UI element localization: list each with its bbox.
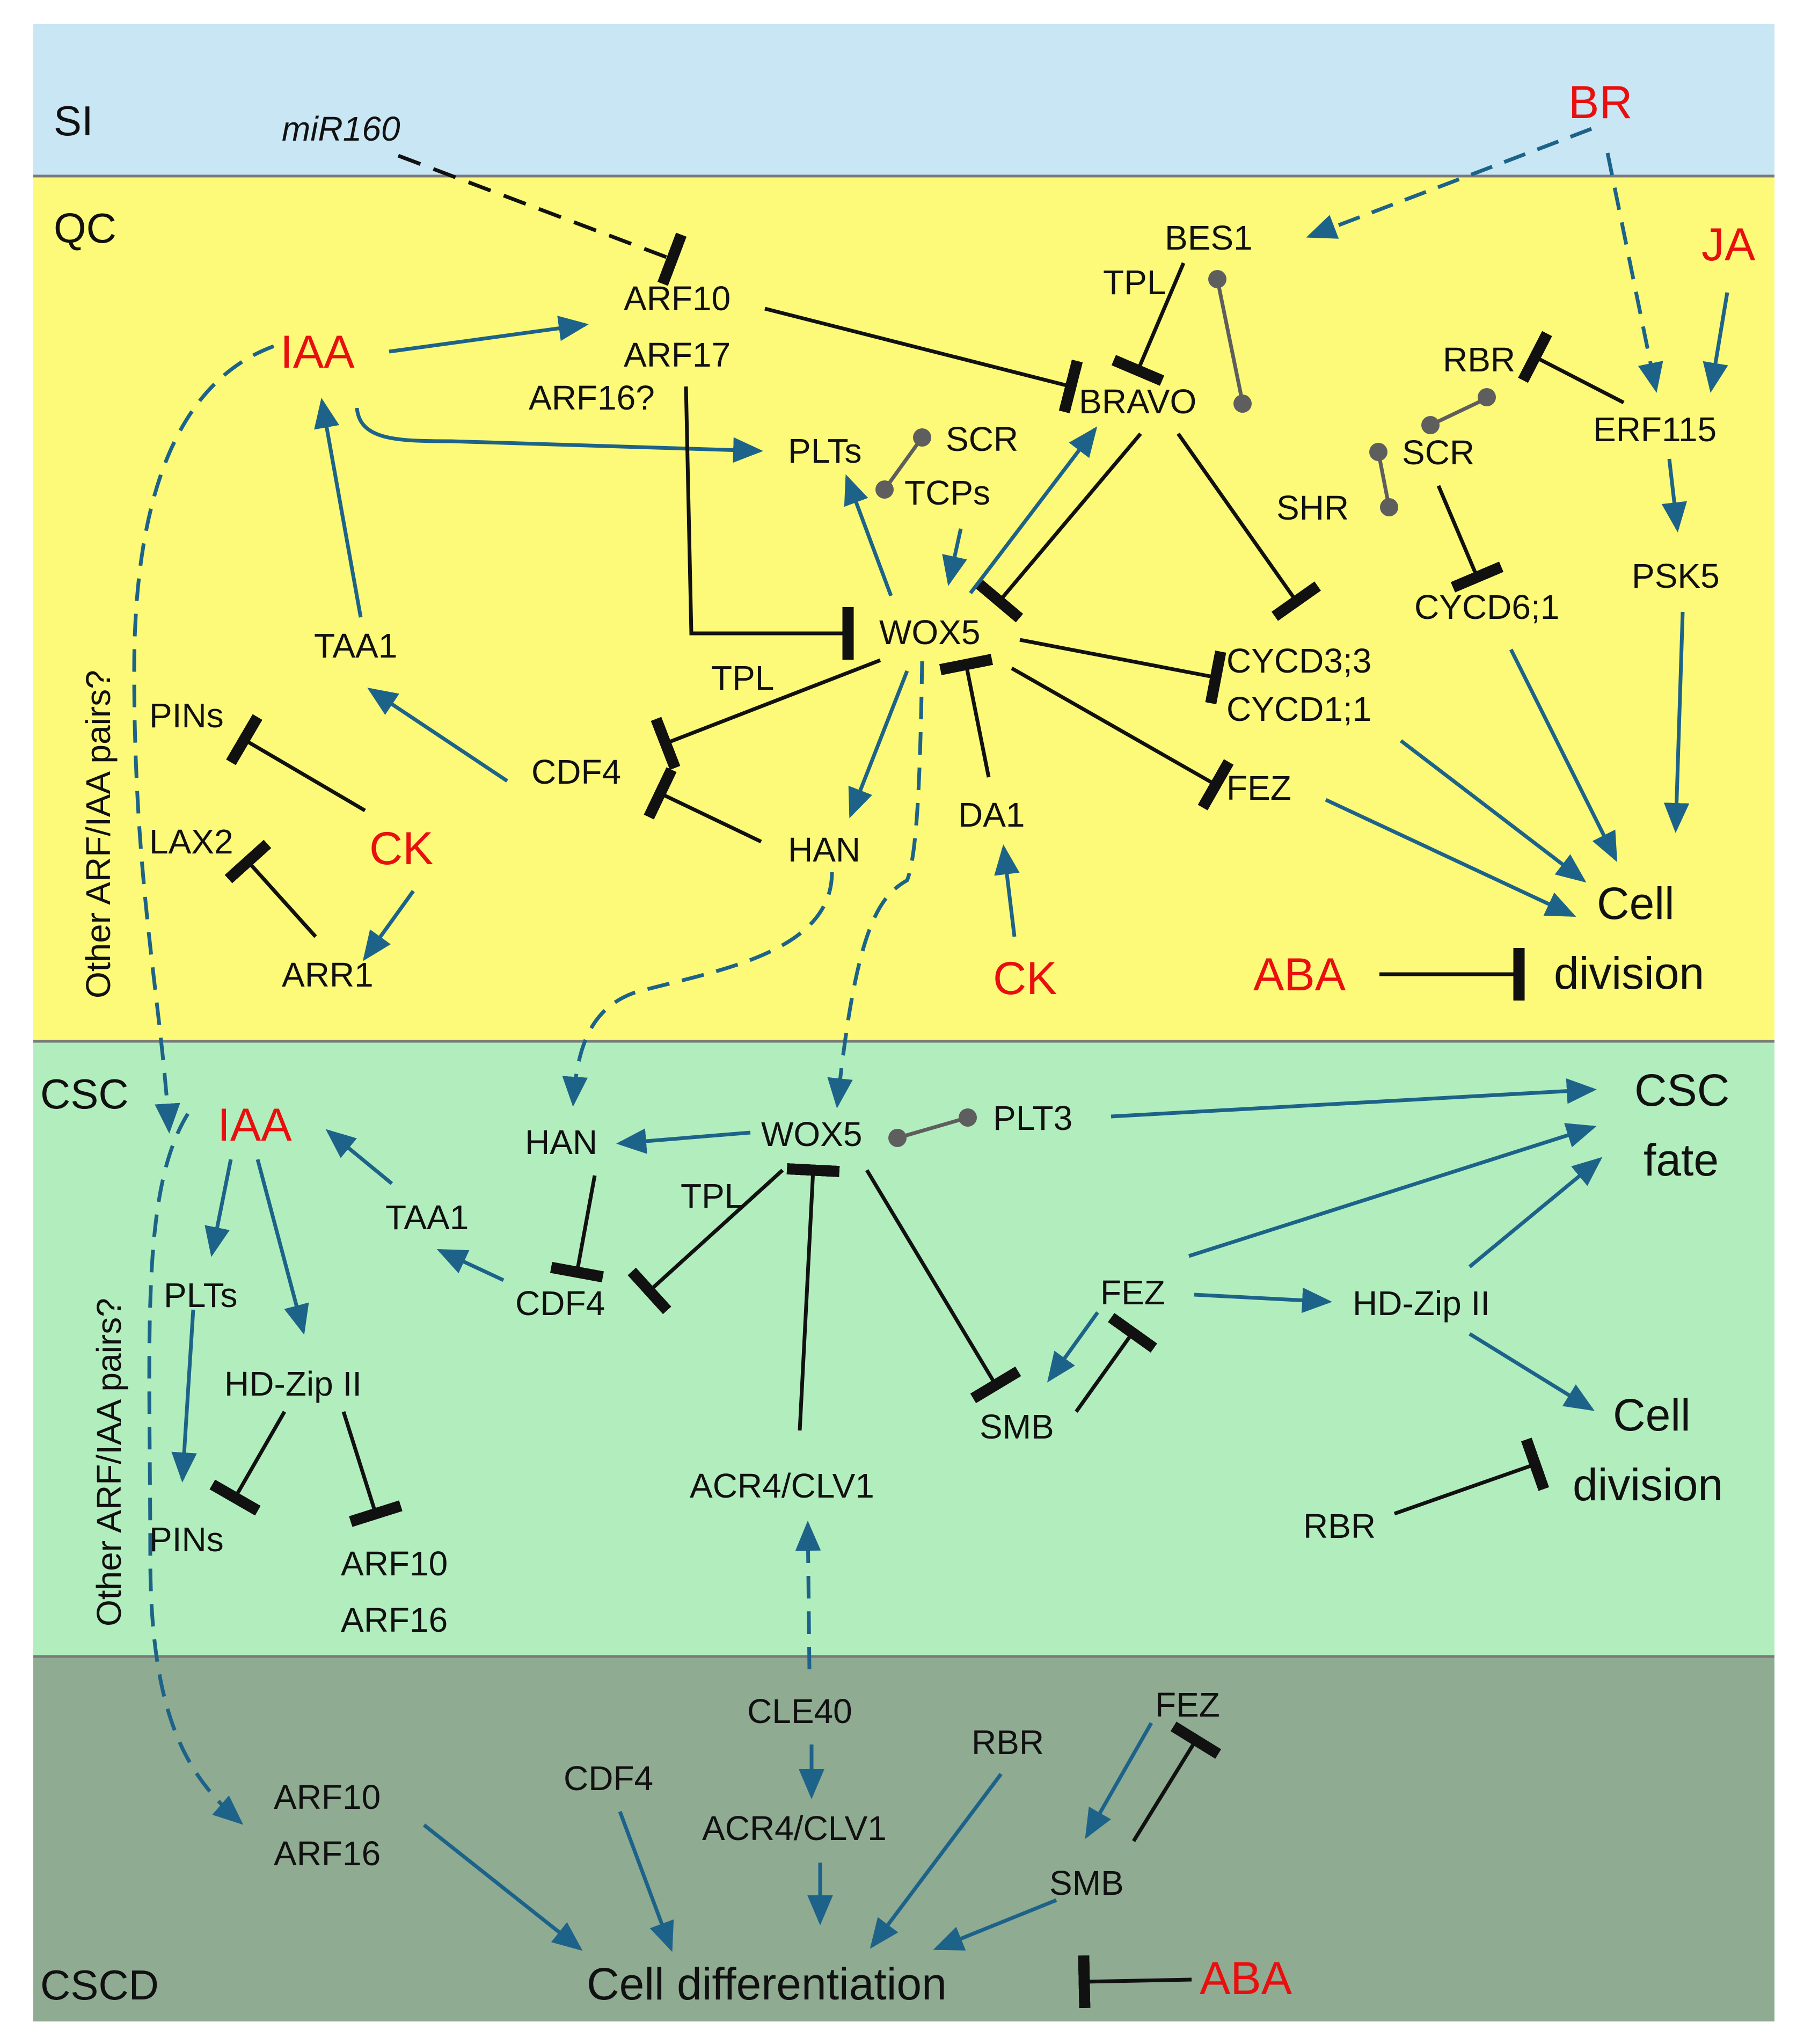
tpl-bravo-label: TPL: [1103, 263, 1166, 302]
br-hormone-label: BR: [1568, 77, 1632, 128]
side-label-qc: Other ARF/IAA pairs?: [79, 670, 118, 998]
cdf4-cscd-label: CDF4: [564, 1759, 653, 1798]
cdf4-qc-label: CDF4: [531, 753, 621, 791]
pins-csc-label: PINs: [149, 1520, 224, 1559]
arf17-qc-label: ARF17: [624, 335, 731, 374]
cycd11-label: CYCD1;1: [1226, 690, 1371, 728]
smb-cscd-label: SMB: [1049, 1864, 1124, 1902]
fez-csc-label: FEZ: [1100, 1273, 1165, 1312]
rbr-csc-label: RBR: [1303, 1507, 1376, 1545]
cle40-label: CLE40: [747, 1692, 852, 1731]
da1-label: DA1: [958, 795, 1025, 834]
lax2-label: LAX2: [149, 822, 233, 861]
side-label-csc: Other ARF/IAA pairs?: [90, 1298, 128, 1626]
shr-label: SHR: [1276, 488, 1349, 527]
plts-csc-label: PLTs: [164, 1276, 238, 1315]
iaa-csc-hormone-label: IAA: [217, 1099, 292, 1151]
rbr-qc-label: RBR: [1443, 340, 1515, 379]
arf10-qc-label: ARF10: [624, 279, 731, 318]
zone-si-label: SI: [54, 97, 93, 144]
taa1-qc-label: TAA1: [314, 626, 397, 665]
csc-fate-line1: CSC: [1634, 1065, 1729, 1115]
tcps-label: TCPs: [904, 473, 990, 512]
tpl-cdf4-qc-label: TPL: [711, 659, 774, 697]
csc-fate-line2: fate: [1644, 1135, 1719, 1185]
arr1-label: ARR1: [282, 955, 374, 994]
scr-left-label: SCR: [946, 420, 1018, 458]
iaa-qc-hormone-label: IAA: [280, 326, 355, 378]
arf10-cscd-label: ARF10: [274, 1778, 381, 1816]
hdzip-left-label: HD-Zip II: [224, 1364, 362, 1403]
edges-qc: BES1 (dashed) --> ERF115 (dashed) --> ER…: [132, 127, 1729, 1134]
smb-csc-label: SMB: [980, 1407, 1054, 1446]
arf10-csc-label: ARF10: [341, 1544, 448, 1583]
cell-differentiation-label: Cell differentiation: [587, 1959, 947, 2009]
cell-division-csc-line1: Cell: [1613, 1390, 1691, 1440]
zone-csc-label: CSC: [40, 1070, 129, 1118]
zone-cscd-band: [33, 1656, 1774, 2021]
tpl-csc-label: TPL: [681, 1177, 743, 1215]
zone-qc-band: [33, 176, 1774, 1041]
acr4-clv1-cscd-label: ACR4/CLV1: [702, 1809, 887, 1848]
pins-qc-label: PINs: [149, 696, 224, 735]
acr4-clv1-csc-label: ACR4/CLV1: [690, 1466, 874, 1505]
fez-qc-label: FEZ: [1226, 769, 1291, 807]
zone-si-band: [33, 24, 1774, 176]
rbr-cscd-label: RBR: [972, 1723, 1044, 1762]
arf16-cscd-label: ARF16: [274, 1834, 381, 1873]
edges-csc: PLTs --> HD-Zip II --> PINs --> IAA --> …: [147, 1078, 1603, 1825]
arf16-qc-label: ARF16?: [529, 378, 655, 417]
edges-cscd: ACR4/CLV1 --> Cell differentiation --> C…: [422, 1721, 1222, 2009]
bes1-label: BES1: [1165, 218, 1253, 257]
plt3-label: PLT3: [993, 1099, 1072, 1137]
mir160-label: miR160: [282, 110, 400, 148]
ja-hormone-label: JA: [1701, 219, 1756, 271]
ck-left-hormone-label: CK: [369, 823, 433, 874]
aba-cscd-hormone-label: ABA: [1200, 1953, 1292, 2004]
wox5-csc-label: WOX5: [761, 1115, 862, 1154]
han-qc-label: HAN: [788, 830, 860, 869]
han-csc-label: HAN: [525, 1123, 597, 1162]
plts-qc-label: PLTs: [788, 432, 862, 470]
cell-division-qc-line2: division: [1554, 948, 1704, 998]
bravo-label: BRAVO: [1079, 382, 1196, 421]
scr-right-label: SCR: [1402, 433, 1474, 472]
cycd33-label: CYCD3;3: [1226, 641, 1371, 680]
zone-cscd-label: CSCD: [40, 1961, 159, 2009]
arf16-csc-label: ARF16: [341, 1601, 448, 1639]
fez-cscd-label: FEZ: [1155, 1685, 1220, 1724]
psk5-label: PSK5: [1632, 557, 1720, 595]
zone-qc-label: QC: [54, 205, 116, 252]
ck-bottom-hormone-label: CK: [993, 953, 1057, 1004]
cdf4-csc-label: CDF4: [515, 1284, 605, 1323]
taa1-csc-label: TAA1: [385, 1198, 469, 1237]
aba-qc-hormone-label: ABA: [1253, 949, 1346, 1001]
wox5-qc-label: WOX5: [879, 613, 980, 652]
cycd61-label: CYCD6;1: [1414, 588, 1559, 626]
cell-division-qc-line1: Cell: [1597, 878, 1675, 929]
erf115-label: ERF115: [1593, 410, 1717, 449]
cell-division-csc-line2: division: [1573, 1459, 1723, 1510]
hdzip-right-label: HD-Zip II: [1353, 1284, 1490, 1323]
